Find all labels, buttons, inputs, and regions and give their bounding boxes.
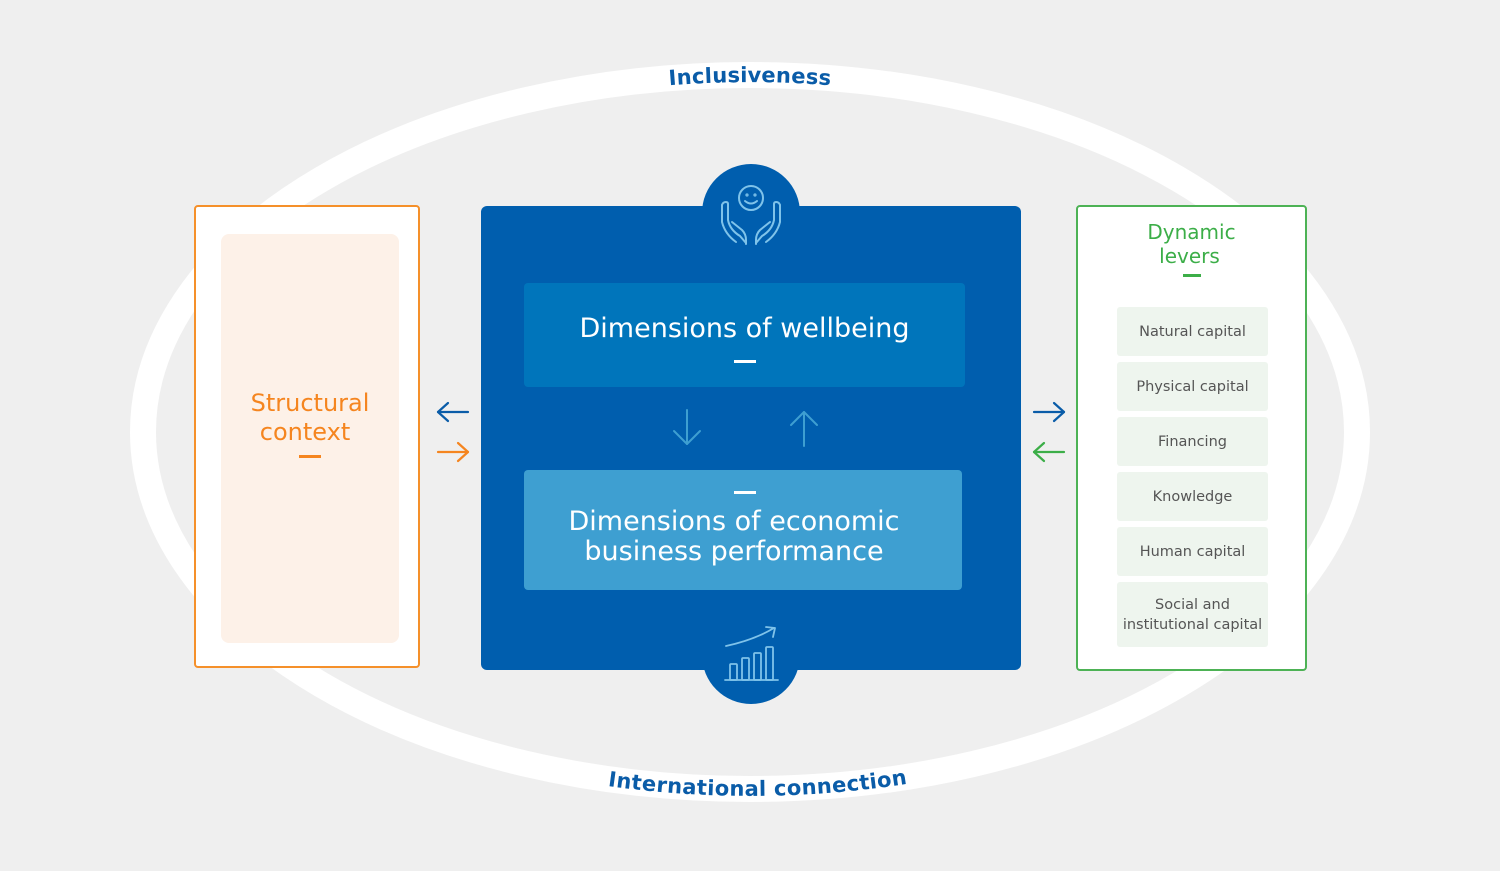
levers-title-line1: Dynamic bbox=[1147, 220, 1236, 244]
structural-dash bbox=[299, 455, 321, 458]
left-arrows bbox=[436, 401, 470, 463]
lever-human-capital: Human capital bbox=[1117, 527, 1268, 576]
dynamic-levers-panel: Dynamic levers Natural capital Physical … bbox=[1076, 205, 1307, 671]
mutual-arrows bbox=[673, 409, 818, 447]
economic-title: Dimensions of economic business performa… bbox=[524, 507, 962, 567]
center-panel: Dimensions of wellbeing Dimensions of ec… bbox=[481, 206, 1021, 670]
wellbeing-box: Dimensions of wellbeing bbox=[524, 283, 965, 387]
dynamic-levers-title: Dynamic levers bbox=[1078, 220, 1305, 268]
lever-knowledge: Knowledge bbox=[1117, 472, 1268, 521]
wellbeing-title: Dimensions of wellbeing bbox=[579, 313, 910, 344]
economic-title-line2: business performance bbox=[584, 536, 884, 567]
levers-dash bbox=[1182, 274, 1201, 277]
hands-smiley-icon bbox=[721, 185, 781, 245]
lever-financing: Financing bbox=[1117, 417, 1268, 466]
structural-context-panel: Structural context bbox=[194, 205, 420, 668]
ring-ellipse bbox=[130, 62, 1370, 802]
arrow-up-icon bbox=[790, 411, 818, 447]
structural-title-line1: Structural bbox=[250, 389, 370, 417]
arrow-down-icon bbox=[673, 409, 701, 445]
growth-chart-icon bbox=[724, 626, 779, 681]
right-arrows bbox=[1032, 401, 1066, 463]
economic-dash bbox=[734, 491, 756, 494]
lever-physical-capital: Physical capital bbox=[1117, 362, 1268, 411]
arrow-right-icon bbox=[436, 441, 470, 463]
economic-box: Dimensions of economic business performa… bbox=[524, 470, 962, 590]
structural-context-title: Structural context bbox=[221, 389, 399, 447]
lever-social-institutional-capital: Social and institutional capital bbox=[1117, 582, 1268, 647]
ring-top-label: Inclusiveness bbox=[668, 63, 833, 90]
structural-context-inner: Structural context bbox=[221, 234, 399, 643]
wellbeing-dash bbox=[733, 360, 756, 363]
levers-title-line2: levers bbox=[1159, 244, 1220, 268]
arrow-left-icon bbox=[1032, 441, 1066, 463]
economic-title-line1: Dimensions of economic bbox=[568, 506, 900, 537]
lever-natural-capital: Natural capital bbox=[1117, 307, 1268, 356]
arrow-right-icon bbox=[1032, 401, 1066, 423]
arrow-left-icon bbox=[436, 401, 470, 423]
structural-title-line2: context bbox=[259, 418, 351, 446]
